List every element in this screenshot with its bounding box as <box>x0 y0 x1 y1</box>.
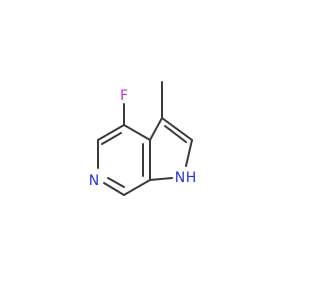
bond-c3-c2-inner <box>164 125 187 143</box>
bond-c4-c5-inner <box>101 132 122 145</box>
molecule-canvas: F N N H <box>89 81 197 196</box>
bond-n6-c7 <box>103 182 125 196</box>
bond-n6-c7-inner <box>107 177 125 188</box>
bond-c2-n1 <box>185 139 193 167</box>
atom-labels: F N N H <box>89 88 197 189</box>
atom-n6: N <box>89 173 99 189</box>
molecule-structure: F N N H <box>89 81 197 196</box>
atom-n1: N <box>175 170 185 186</box>
bond-n1-c7a <box>149 177 173 181</box>
bond-c4-c5 <box>97 124 125 141</box>
bond-c3-c2 <box>161 117 193 141</box>
bond-c3a-c3 <box>149 117 163 141</box>
bond-c4-c3a <box>123 124 151 141</box>
bonds <box>97 81 193 196</box>
atom-h1: H <box>186 170 197 186</box>
bond-c7-c7a <box>123 179 151 196</box>
atom-f: F <box>120 88 128 104</box>
